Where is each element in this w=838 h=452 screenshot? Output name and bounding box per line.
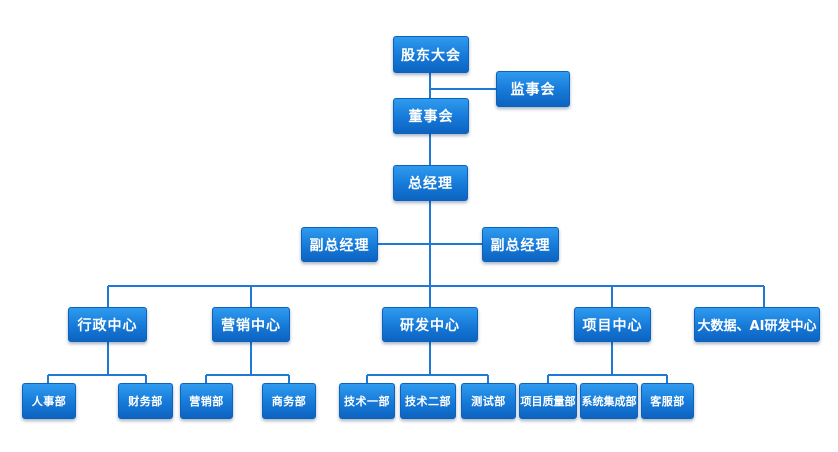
node-vice-gm-left: 副总经理 [301,227,378,262]
node-tech-dept-2: 技术二部 [400,383,456,419]
node-hr-dept: 人事部 [22,383,76,419]
node-supervisory-board: 监事会 [496,71,570,107]
node-bigdata-ai-center: 大数据、AI研发中心 [694,307,820,342]
node-quality-dept: 项目质量部 [519,383,577,419]
node-shareholders-meeting: 股东大会 [393,36,469,73]
node-test-dept: 测试部 [461,383,516,419]
node-rnd-center: 研发中心 [382,307,478,342]
node-admin-center: 行政中心 [68,307,147,342]
node-service-dept: 客服部 [641,383,694,419]
node-sales-dept: 营销部 [180,383,233,419]
node-tech-dept-1: 技术一部 [339,383,395,419]
node-board-of-directors: 董事会 [393,98,469,134]
node-marketing-center: 营销中心 [212,307,290,342]
node-integration-dept: 系统集成部 [580,383,638,419]
node-general-manager: 总经理 [393,165,468,201]
node-vice-gm-right: 副总经理 [482,227,559,262]
node-project-center: 项目中心 [574,307,651,342]
node-business-dept: 商务部 [262,383,316,419]
node-finance-dept: 财务部 [118,383,173,419]
